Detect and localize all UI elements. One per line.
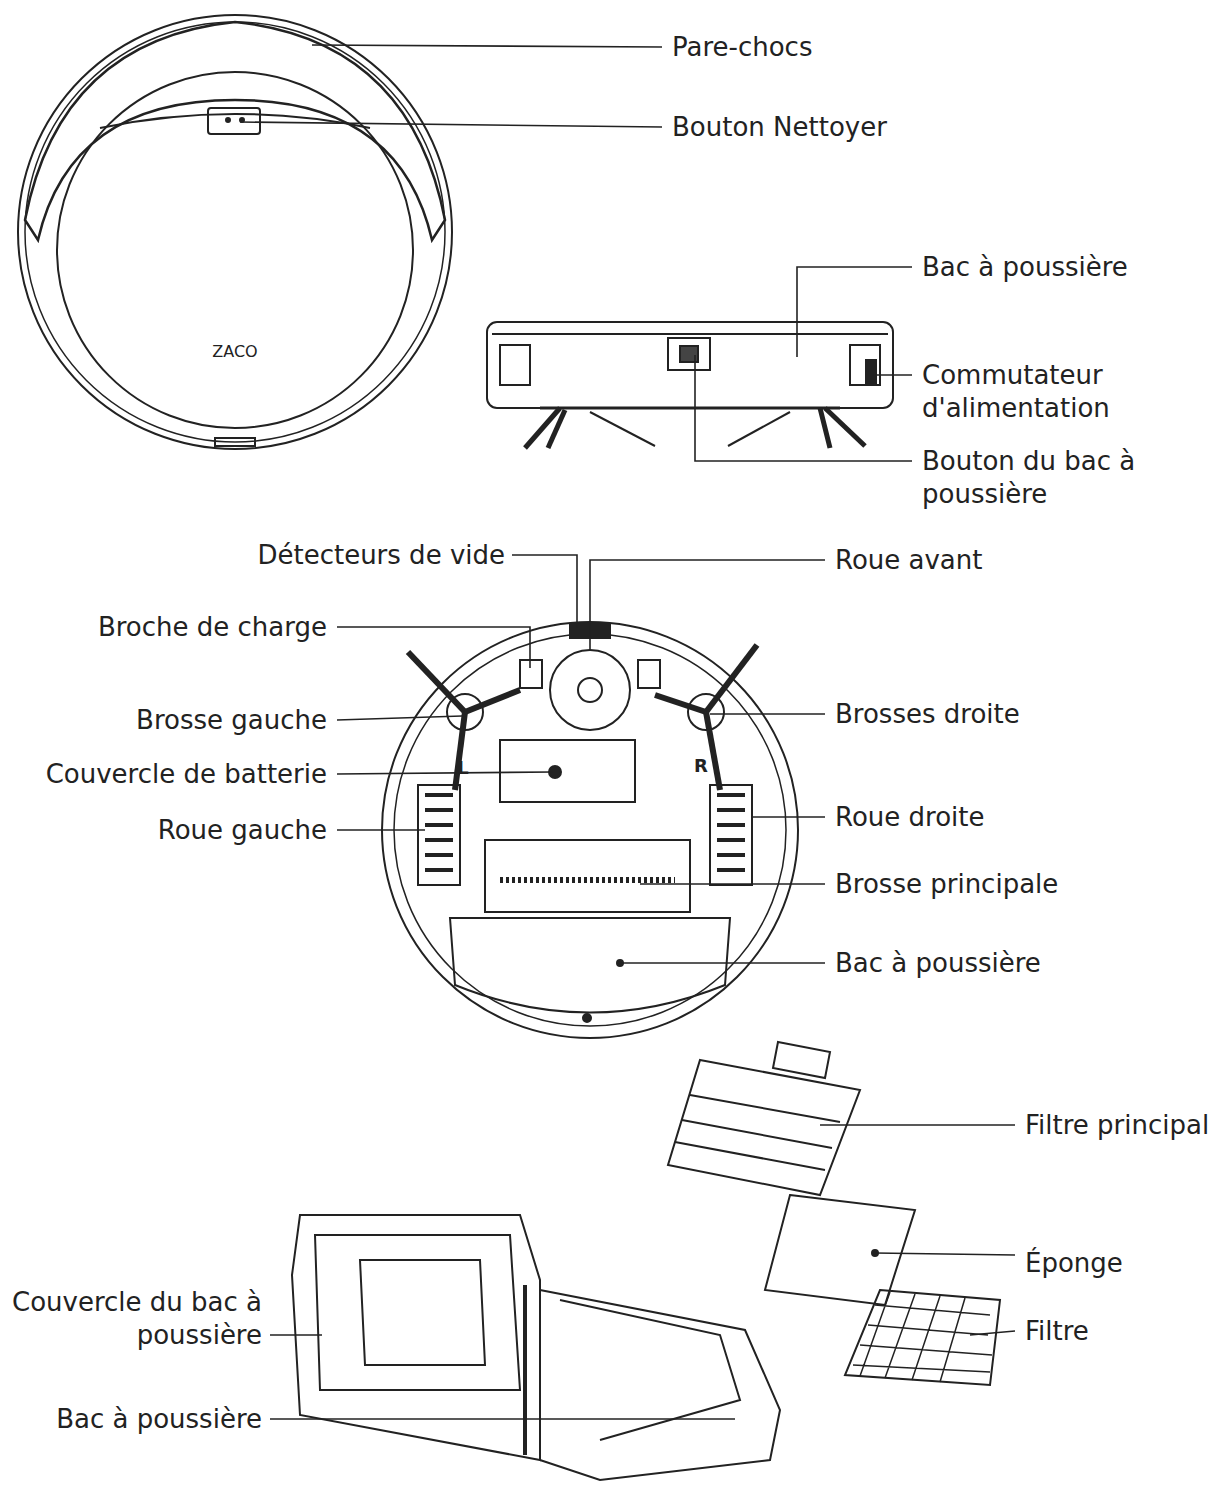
leader-line (240, 122, 662, 127)
leader-line (710, 713, 825, 715)
clean-button (208, 108, 260, 134)
side-base (540, 407, 840, 410)
robot-outline (18, 15, 452, 449)
leader-line (270, 1418, 735, 1420)
part-label: Brosse principale (835, 868, 1058, 901)
brush-arm (455, 712, 465, 790)
front-notch (215, 438, 255, 446)
front-wheel (578, 678, 602, 702)
part-label: Filtre principal (1025, 1109, 1209, 1142)
brush-arm (706, 645, 757, 712)
bin-button (668, 338, 710, 370)
leader-line (640, 883, 825, 885)
side-marker: L (448, 757, 478, 779)
sponge (765, 1195, 915, 1305)
brush-arm (655, 695, 706, 712)
part-label: Bouton du bac à poussière (922, 445, 1192, 511)
leader-line (312, 45, 662, 47)
front-wheel-housing (550, 650, 630, 730)
wheel-tread (425, 795, 745, 870)
bumper-edge (100, 114, 370, 128)
leader-line (797, 267, 912, 357)
part-label: Brosse gauche (136, 704, 327, 737)
screw (583, 1014, 591, 1022)
power-switch (866, 360, 876, 384)
lid-window (360, 1260, 485, 1365)
brand-text: ZACO (175, 342, 295, 362)
part-label: Broche de charge (98, 611, 327, 644)
part-label: Couvercle de batterie (46, 758, 327, 791)
bottom-outline (382, 622, 798, 1038)
side-bumper (850, 345, 880, 385)
side-band (492, 333, 888, 335)
part-label: Détecteurs de vide (257, 539, 505, 572)
leader-line (970, 1331, 1015, 1335)
bin-lid (292, 1215, 540, 1460)
bin-body (540, 1290, 780, 1480)
leader-line (752, 816, 825, 818)
button-dot (226, 118, 230, 122)
leader-line (337, 716, 462, 720)
brush-arm (706, 712, 720, 790)
filter-grid (853, 1292, 992, 1382)
filter-ribs (675, 1095, 840, 1170)
bottom-view (382, 622, 798, 1038)
side-body (487, 322, 893, 408)
leader-line (337, 772, 553, 774)
bottom-bin (450, 918, 730, 1013)
dust-bin (292, 1215, 780, 1480)
part-label: Couvercle du bac à poussière (0, 1286, 262, 1352)
filter-handle (773, 1042, 830, 1078)
part-label: Filtre (1025, 1315, 1089, 1348)
bottom-rim (394, 634, 786, 1026)
main-brush (500, 877, 675, 883)
part-label: Brosses droite (835, 698, 1020, 731)
brush-arm (465, 690, 520, 712)
bumper (25, 22, 445, 240)
leader-line (512, 555, 577, 628)
side-brush (825, 408, 865, 446)
part-label: Roue avant (835, 544, 982, 577)
side-view (487, 322, 893, 448)
leader-line (337, 627, 530, 668)
part-label: Bouton Nettoyer (672, 111, 887, 144)
side-brush (548, 410, 565, 448)
leader-line (620, 962, 825, 964)
main-filter (668, 1060, 860, 1195)
part-label: Pare-chocs (672, 31, 812, 64)
robot-rim (25, 22, 445, 442)
part-label: Éponge (1025, 1247, 1123, 1280)
hepa-filter (845, 1290, 1000, 1385)
brush-arm (408, 652, 465, 712)
battery-cover (500, 740, 635, 802)
part-label: Bac à poussière (922, 251, 1128, 284)
leader-line (820, 1124, 1015, 1126)
main-brush-frame (485, 840, 690, 912)
leader-line (875, 1253, 1015, 1255)
part-label: Roue droite (835, 801, 985, 834)
side-marker: R (686, 755, 716, 777)
leader-lines (240, 45, 1015, 1419)
part-label: Roue gauche (158, 814, 327, 847)
side-brush (728, 412, 790, 446)
top-cover (57, 72, 413, 428)
part-label: Bac à poussière (835, 947, 1041, 980)
part-label: Bac à poussière (56, 1403, 262, 1436)
leader-line (695, 355, 912, 461)
leader-line (876, 374, 912, 376)
lid-frame (315, 1235, 520, 1390)
side-brush (590, 412, 655, 446)
charge-pin (638, 660, 660, 688)
bin-hinge (523, 1285, 527, 1455)
part-label: Commutateur d'alimentation (922, 359, 1162, 425)
charge-pin (520, 660, 542, 688)
leader-line (270, 1334, 322, 1336)
leader-line (590, 560, 825, 650)
side-bumper (500, 345, 530, 385)
top-view (18, 15, 452, 449)
leader-line (337, 829, 425, 831)
